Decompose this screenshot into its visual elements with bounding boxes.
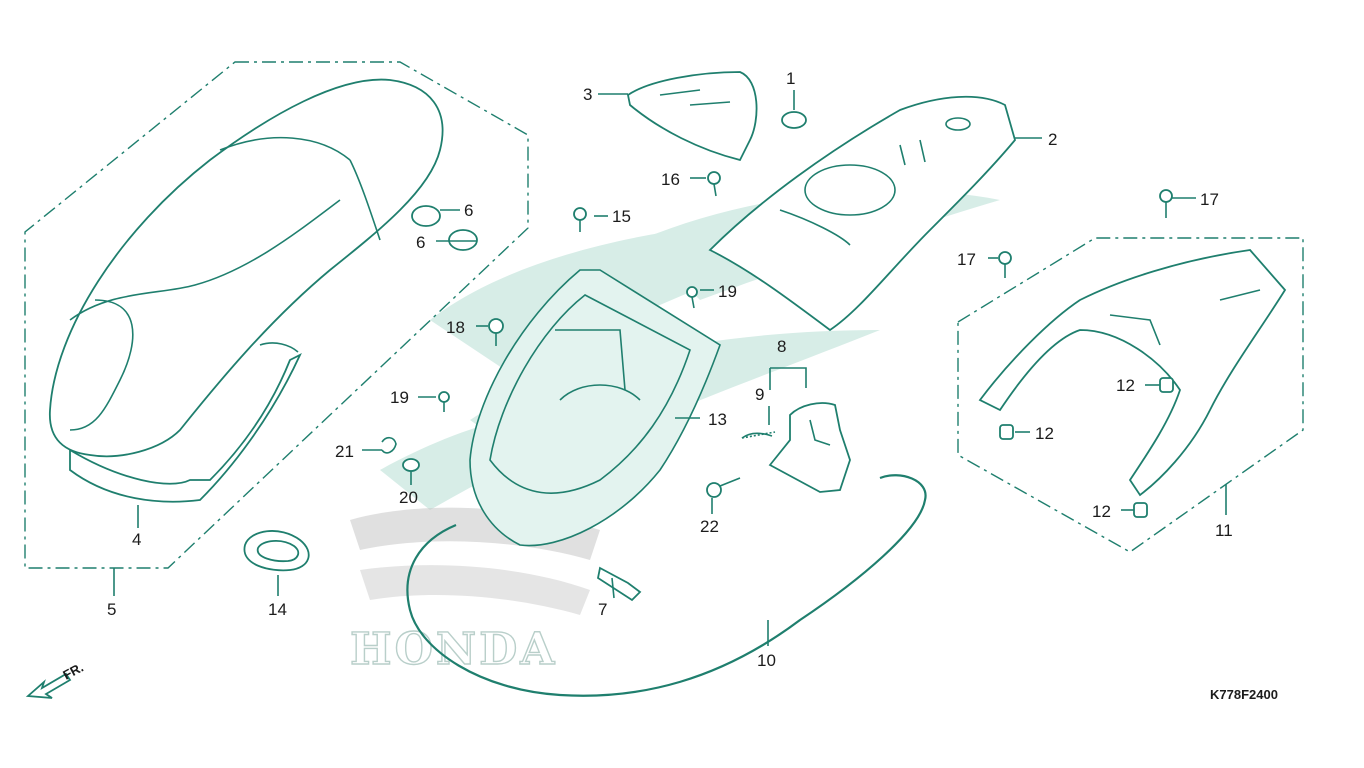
- carrier-group-box: [957, 237, 1304, 553]
- bolt-19-top: [686, 286, 698, 309]
- callout-15: 15: [612, 207, 631, 226]
- callout-11: 11: [1215, 521, 1233, 540]
- bolt-16: [707, 171, 721, 197]
- callout-17b: 17: [957, 250, 976, 269]
- callout-20: 20: [399, 488, 418, 507]
- bolt-18: [488, 318, 504, 346]
- bolt-22: [706, 477, 741, 498]
- callout-5: 5: [107, 600, 116, 619]
- callout-1: 1: [786, 69, 795, 88]
- callout-7: 7: [598, 600, 607, 619]
- callout-4: 4: [132, 530, 141, 549]
- callout-6b: 6: [416, 233, 425, 252]
- callout-12c: 12: [1092, 502, 1111, 521]
- seat-grommet: [243, 530, 310, 572]
- leader-lines: [113, 90, 1227, 646]
- rear-carrier: [978, 249, 1287, 497]
- bolt-17-right: [1159, 189, 1173, 218]
- bolt-15: [573, 207, 587, 232]
- callout-6a: 6: [464, 201, 473, 220]
- callout-21: 21: [335, 442, 354, 461]
- callout-16: 16: [661, 170, 680, 189]
- callout-12b: 12: [1035, 424, 1054, 443]
- callouts: 1 2 3 4 5 6 6 7 8 9 10 11 12 12 12 13 14…: [107, 69, 1233, 670]
- callout-10: 10: [757, 651, 776, 670]
- stopper-pin: [596, 566, 642, 602]
- collar-12: [999, 377, 1174, 518]
- seat-group-box: [24, 61, 529, 569]
- callout-22: 22: [700, 517, 719, 536]
- luggage-box: [469, 269, 721, 547]
- callout-8: 8: [777, 337, 786, 356]
- inner-front-cover: [627, 71, 758, 162]
- front-direction-arrow: FR.: [25, 660, 86, 699]
- callout-19a: 19: [718, 282, 737, 301]
- callout-2: 2: [1048, 130, 1057, 149]
- rubber-cap-top: [781, 111, 807, 129]
- rear-center-cover: [708, 95, 1016, 332]
- clip-21: [381, 436, 397, 454]
- callout-18: 18: [446, 318, 465, 337]
- diagram-code: K778F2400: [1210, 687, 1278, 702]
- bolt-17-left: [998, 251, 1012, 278]
- callout-19b: 19: [390, 388, 409, 407]
- callout-3: 3: [583, 85, 592, 104]
- seat-lock: [741, 402, 851, 493]
- rubber-cap: [411, 205, 478, 251]
- seat-assembly: [49, 78, 444, 503]
- washer-20: [402, 458, 420, 472]
- callout-9: 9: [755, 385, 764, 404]
- callout-17a: 17: [1200, 190, 1219, 209]
- seat-lock-cable: [406, 474, 927, 697]
- callout-13: 13: [708, 410, 727, 429]
- callout-12a: 12: [1116, 376, 1135, 395]
- callout-14: 14: [268, 600, 287, 619]
- bolt-19-left: [438, 391, 450, 412]
- honda-logo-watermark: HONDA: [350, 624, 557, 675]
